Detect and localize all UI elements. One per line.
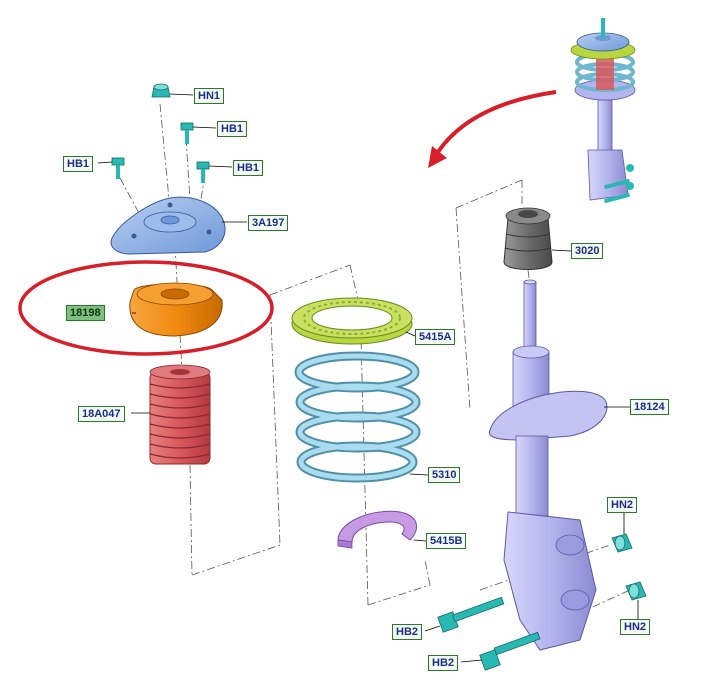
label-hn2-a: HN2 <box>607 497 638 513</box>
label-18a047: 18A047 <box>78 406 125 422</box>
label-hb2-a: HB2 <box>392 624 423 640</box>
direction-arrow <box>428 90 557 168</box>
strut-18124 <box>488 279 630 651</box>
label-5415b: 5415B <box>426 533 467 549</box>
assembled-strut-thumbnail <box>570 18 636 204</box>
label-3a197: 3A197 <box>248 215 289 231</box>
label-5415a: 5415A <box>415 329 456 345</box>
coil-spring-5310 <box>294 351 429 483</box>
top-mount-3a197 <box>110 196 247 255</box>
label-hb2-b: HB2 <box>428 655 459 671</box>
nut-hn1 <box>151 83 194 98</box>
bolt-hb1-b <box>97 157 125 179</box>
label-hb1-b: HB1 <box>63 156 94 172</box>
nut-hn2-a <box>611 513 633 553</box>
label-hn1: HN1 <box>194 88 225 104</box>
bolt-hb1-a <box>180 122 217 144</box>
highlight-ring <box>18 260 274 356</box>
label-18124: 18124 <box>630 399 669 415</box>
upper-spring-seat-5415a <box>291 297 416 345</box>
bolt-hb1-c <box>196 161 233 183</box>
label-hb1-c: HB1 <box>233 160 264 176</box>
dust-boot-18a047 <box>131 364 211 465</box>
bolt-hb2-b <box>460 631 541 671</box>
label-hb1-a: HB1 <box>217 121 248 137</box>
nut-hn2-b <box>625 581 647 619</box>
bump-stop-3020 <box>503 207 572 270</box>
label-5310: 5310 <box>428 467 461 483</box>
label-3020: 3020 <box>571 243 604 259</box>
label-18198: 18198 <box>66 305 105 321</box>
label-hn2-b: HN2 <box>620 619 651 635</box>
bolt-hb2-a <box>424 596 505 633</box>
bearing-18198 <box>129 282 223 337</box>
lower-spring-seat-5415b <box>337 510 427 549</box>
